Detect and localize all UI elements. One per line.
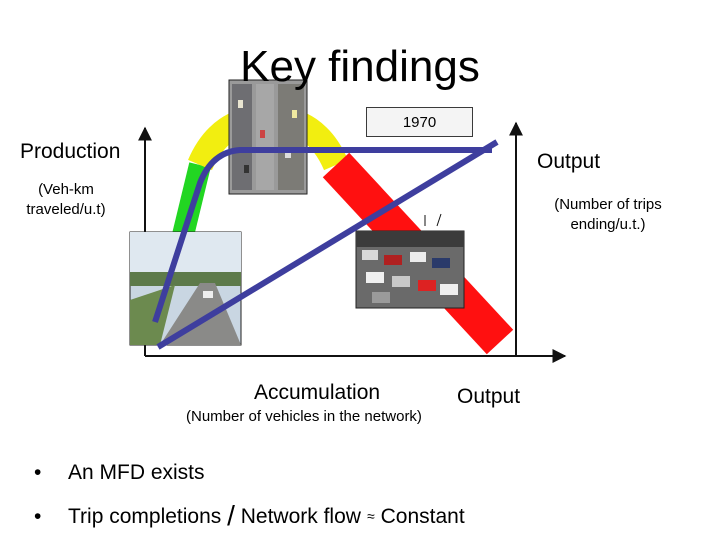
bullet-item: • Trip completions / Network flow ≈ Constan… bbox=[34, 500, 465, 532]
bullet-marker: • bbox=[34, 461, 42, 484]
bullet-text: An MFD exists bbox=[68, 461, 205, 484]
year-label-box: 1970 bbox=[366, 107, 473, 137]
bullet-text-middle: Network flow bbox=[240, 505, 361, 528]
x-axis-unit: (Number of vehicles in the network) bbox=[186, 408, 422, 425]
tick-mark bbox=[436, 213, 442, 227]
congested-traffic-photo bbox=[355, 230, 465, 309]
y-axis-unit: (Veh-km traveled/u.t) bbox=[26, 181, 106, 218]
slash-symbol: / bbox=[227, 500, 235, 531]
approx-symbol: ≈ bbox=[366, 508, 375, 524]
y2-axis-unit: (Number of trips ending/u.t.) bbox=[554, 196, 662, 233]
bullet-text-after: Constant bbox=[380, 505, 465, 528]
x-axis-label: Accumulation bbox=[254, 381, 381, 404]
bullet-marker: • bbox=[34, 505, 42, 528]
bullet-item: • An MFD exists bbox=[34, 461, 205, 485]
y-axis-label: Production bbox=[20, 140, 121, 163]
aerial-traffic-photo bbox=[228, 79, 308, 195]
x-axis-secondary-label: Output bbox=[457, 385, 521, 408]
output-curve bbox=[156, 139, 499, 350]
page-title: Key findings bbox=[240, 42, 480, 91]
mfd-curve bbox=[152, 147, 492, 323]
y2-axis-label: Output bbox=[537, 150, 601, 173]
bullet-text-before: Trip completions bbox=[68, 505, 222, 528]
